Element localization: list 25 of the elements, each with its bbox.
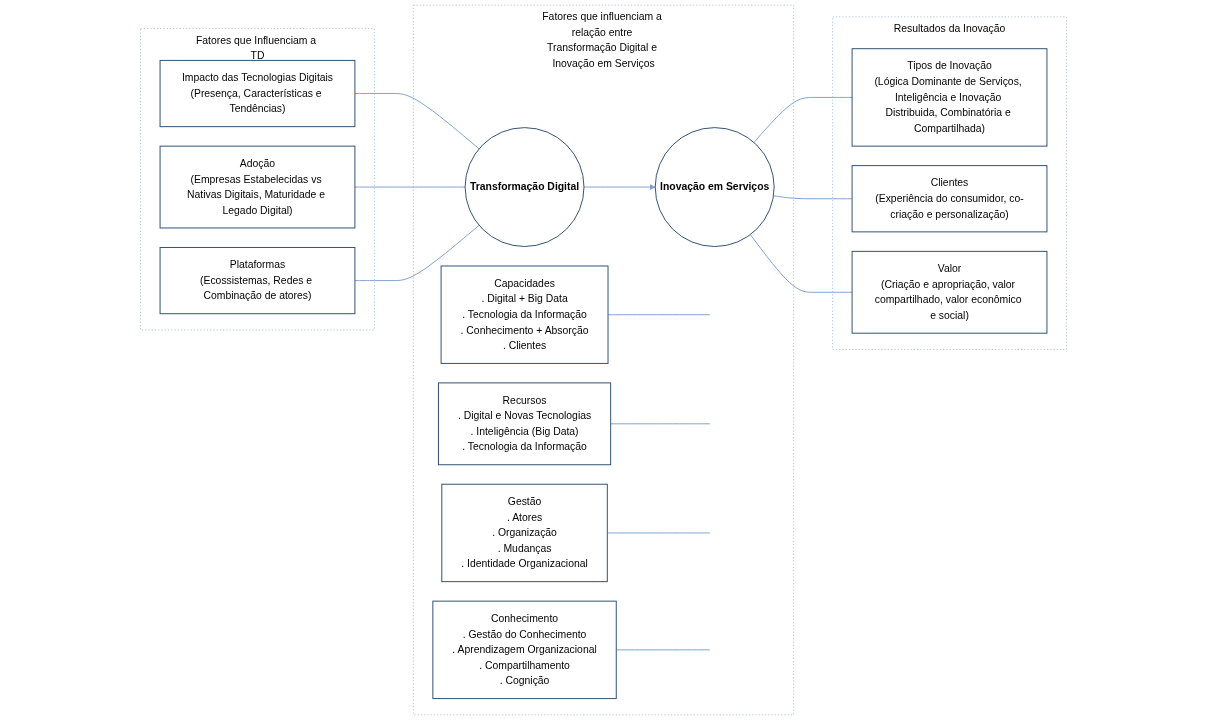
factor-box: Conhecimento . Gestão do Conhecimento . Aprendizagem Organizacional . Compartilhamento . Cognição [432,600,617,700]
circle-node: Transformação Digital [464,127,585,247]
factor-box: Gestão . Atores . Organização . Mudanças . Identidade Organizacional [441,483,608,583]
factor-box: Tipos de Inovação (Lógica Dominante de Serviços, Inteligência e Inovação Distribuida, Combinatória e Compartilhada) [851,48,1048,147]
connector-line [610,423,711,425]
column-title: Fatores que influenciam a relação entre Transformação Digital e Inovação em Serviços [542,11,662,69]
connector-line [606,532,711,534]
connector-line [354,186,466,188]
factor-box: Adoção (Empresas Estabelecidas vs Nativas Digitais, Maturidade e Legado Digital) [159,145,356,229]
connector-line [607,314,711,316]
factor-box: Valor (Criação e apropriação, valor compartilhado, valor econômico e social) [851,250,1048,334]
factor-box: Plataformas (Ecossistemas, Redes e Combinação de atores) [159,246,356,315]
connector-line [615,649,711,651]
column-title: Resultados da Inovação [893,22,1006,34]
connector-line [753,96,853,143]
connector-line [749,234,853,293]
connector-line [354,224,480,282]
circle-node: Inovação em Serviços [654,127,775,247]
column-title: Fatores que Influenciam a TD [195,34,317,62]
connector-line [354,93,480,150]
connector-line [773,195,853,200]
factor-box: Impacto das Tecnologias Digitais (Presença, Características e Tendências) [159,59,356,128]
factor-box: Clientes (Experiência do consumidor, co-criação e personalização) [851,165,1048,233]
factor-box: Recursos . Digital e Novas Tecnologias . Inteligência (Big Data) . Tecnologia da Informação [437,382,612,466]
factor-box: Capacidades . Digital + Big Data . Tecnologia da Informação . Conhecimento + Absorção . Clientes [440,265,609,364]
